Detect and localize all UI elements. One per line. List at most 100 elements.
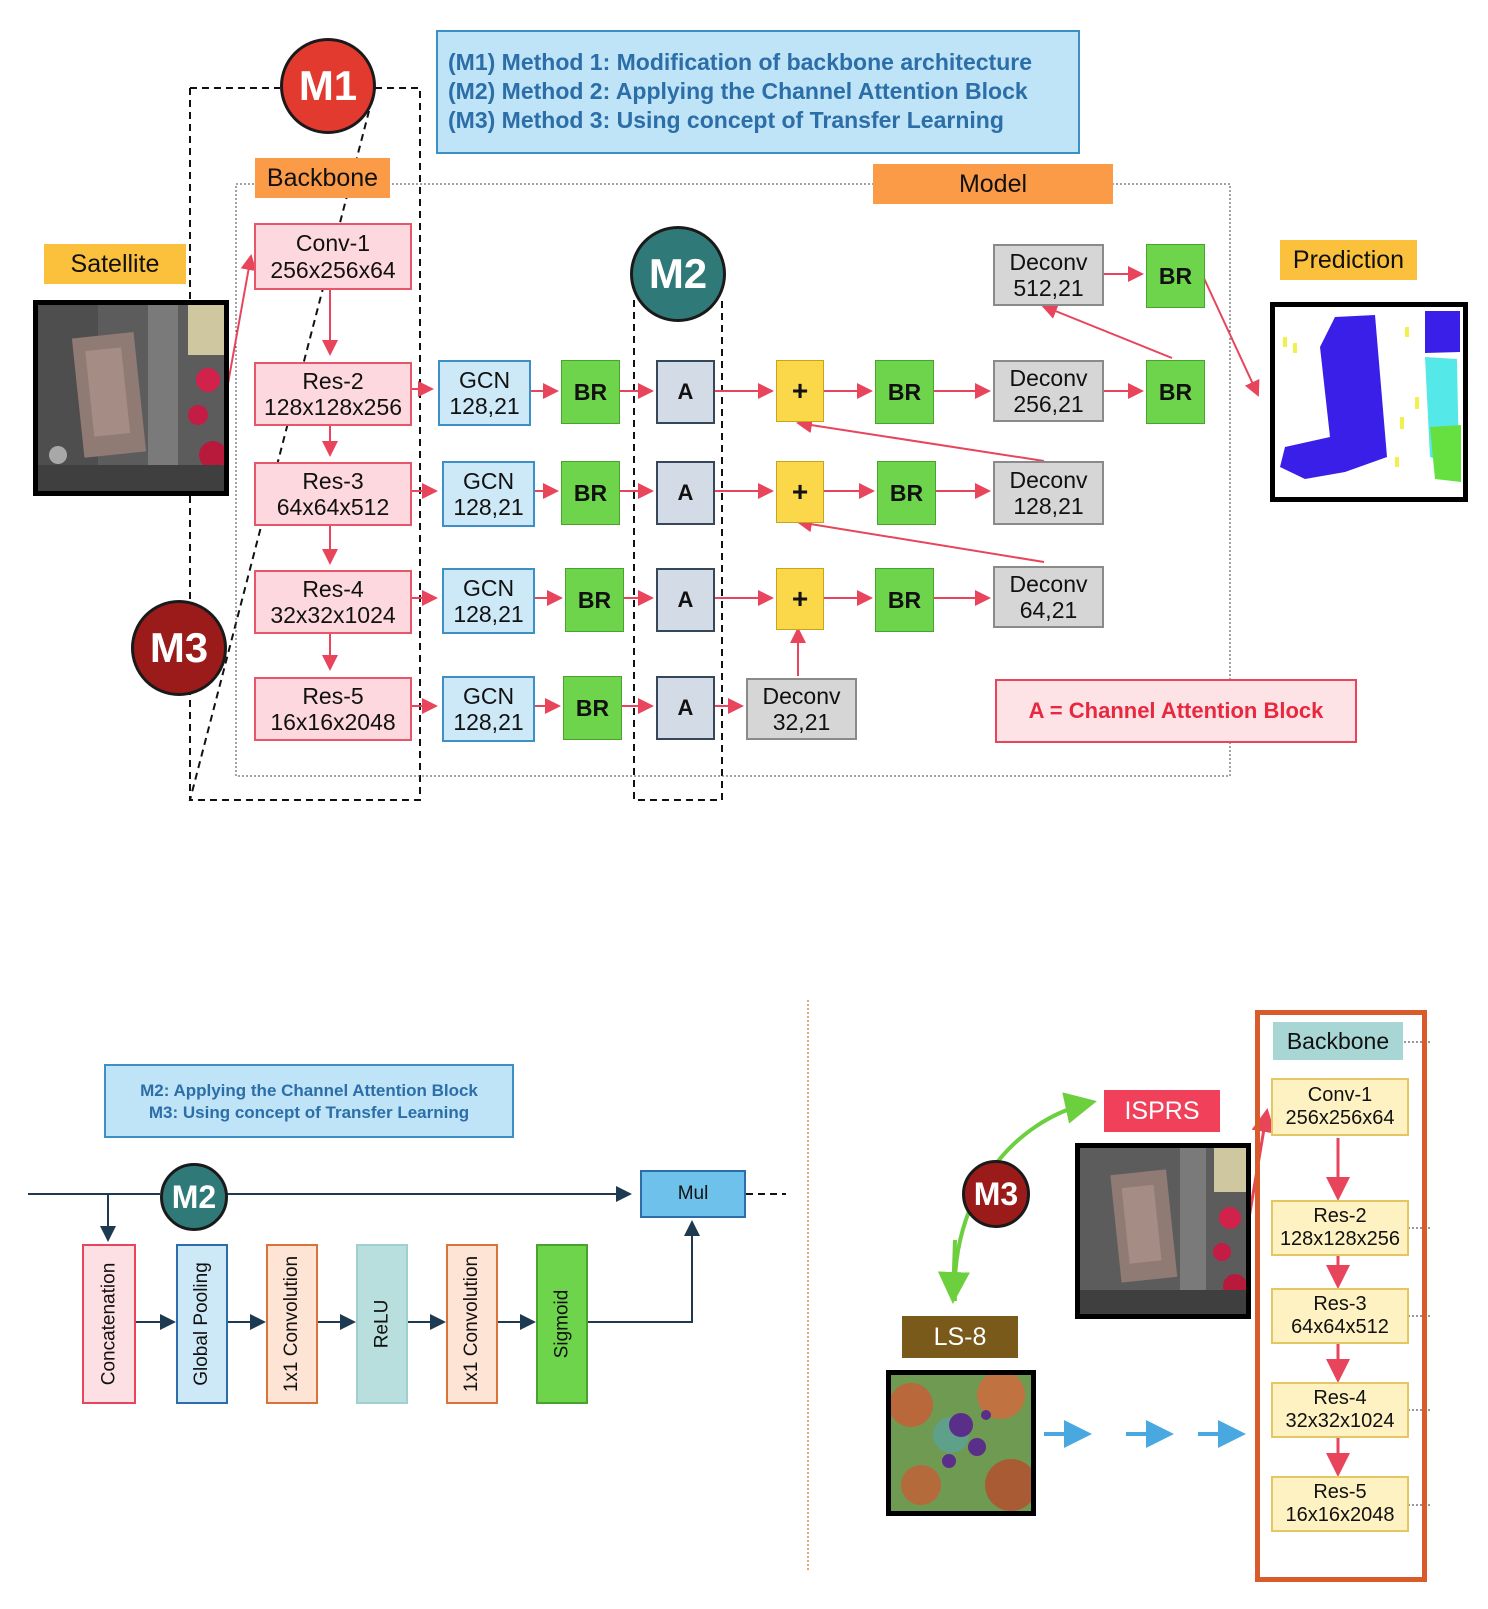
concatenation-block: Concatenation <box>82 1244 136 1404</box>
isprs-label: ISPRS <box>1104 1090 1220 1132</box>
attention-block-3: A <box>656 568 715 632</box>
bl-methods-legend: M2: Applying the Channel Attention Block… <box>104 1064 514 1138</box>
prediction-label: Prediction <box>1280 240 1417 280</box>
m1-frame <box>188 87 421 801</box>
br-after-sum-2: BR <box>877 461 936 525</box>
attention-block-1: A <box>656 360 715 424</box>
bl-method-3: M3: Using concept of Transfer Learning <box>148 1103 470 1122</box>
ls8-label: LS-8 <box>902 1316 1018 1358</box>
gcn-name: GCN <box>462 682 515 709</box>
gcn-name: GCN <box>458 366 511 393</box>
m2-frame <box>633 300 723 801</box>
attention-legend: A = Channel Attention Block <box>995 679 1357 743</box>
deconv-name: Deconv <box>1009 466 1088 493</box>
m1-badge: M1 <box>280 38 376 134</box>
block-label: Concatenation <box>98 1262 120 1386</box>
br-block-3: BR <box>565 568 624 632</box>
block-label: Global Pooling <box>191 1262 212 1386</box>
sum-block-3: + <box>776 568 824 630</box>
deconv-name: Deconv <box>762 682 841 709</box>
gcn-dims: 128,21 <box>453 709 524 735</box>
deconv-name: Deconv <box>1009 248 1088 275</box>
method-2-text: (M2) Method 2: Applying the Channel Atte… <box>448 78 1028 104</box>
backbone-frame <box>1255 1010 1427 1582</box>
relu-block: ReLU <box>356 1244 408 1404</box>
prediction-image-drawing <box>1275 307 1463 497</box>
satellite-label: Satellite <box>44 244 186 284</box>
gcn-dims: 128,21 <box>453 601 524 627</box>
br-final-1: BR <box>1146 244 1205 308</box>
gcn-name: GCN <box>462 467 515 494</box>
block-dims: 64x64x512 <box>276 494 390 520</box>
block-dims: 256x256x64 <box>270 256 396 283</box>
block-dims: 16x16x2048 <box>1285 1504 1395 1526</box>
block-dims: 32x32x1024 <box>1285 1410 1395 1432</box>
prediction-image <box>1270 302 1468 502</box>
mul-block: Mul <box>640 1170 746 1218</box>
attention-block-4: A <box>656 676 715 740</box>
br-final-2: BR <box>1146 360 1205 424</box>
model-label: Model <box>873 164 1113 204</box>
bl-m2-badge: M2 <box>160 1163 228 1231</box>
backbone-label: Backbone <box>255 158 390 198</box>
block-dims: 128x128x256 <box>263 394 403 420</box>
ls8-image <box>886 1370 1036 1516</box>
conv1x1-block-1: 1x1 Convolution <box>266 1244 318 1404</box>
deconv-dims: 128,21 <box>1013 493 1084 519</box>
isprs-image-drawing <box>1080 1148 1246 1314</box>
isprs-image <box>1075 1143 1251 1319</box>
block-dims: 128x128x256 <box>1279 1228 1401 1250</box>
m3-badge: M3 <box>131 600 227 696</box>
satellite-image <box>33 300 229 496</box>
br-block-2: BR <box>561 461 620 525</box>
br-backbone-label: Backbone <box>1273 1022 1403 1060</box>
block-label: 1x1 Convolution <box>461 1255 483 1393</box>
deconv-dims: 32,21 <box>772 709 831 735</box>
method-3-text: (M3) Method 3: Using concept of Transfer… <box>448 107 1004 133</box>
block-dims: 256x256x64 <box>1285 1107 1395 1129</box>
block-name: Res-2 <box>302 367 364 394</box>
gcn-name: GCN <box>462 574 515 601</box>
deconv-dims: 512,21 <box>1013 275 1084 301</box>
ls8-image-drawing <box>891 1375 1031 1511</box>
sum-block-1: + <box>776 360 824 422</box>
m2-badge: M2 <box>630 226 726 322</box>
block-dims: 64x64x512 <box>1291 1316 1389 1338</box>
block-name: Conv-1 <box>295 230 371 257</box>
deconv-dims: 256,21 <box>1013 391 1084 417</box>
block-name: Res-4 <box>302 575 364 602</box>
deconv-name: Deconv <box>1009 570 1088 597</box>
block-label: Sigmoid <box>551 1289 572 1359</box>
block-name: Conv-1 <box>1307 1084 1373 1106</box>
block-name: Res-4 <box>1313 1387 1367 1409</box>
block-dims: 32x32x1024 <box>270 602 396 628</box>
deconv-name: Deconv <box>1009 364 1088 391</box>
br-after-sum-1: BR <box>875 360 934 424</box>
model-frame <box>235 183 1231 777</box>
br-block-1: BR <box>561 360 620 424</box>
satellite-image-drawing <box>38 305 224 491</box>
br-m3-badge: M3 <box>962 1160 1030 1228</box>
block-name: Res-2 <box>1313 1205 1367 1227</box>
block-label: 1x1 Convolution <box>281 1255 303 1393</box>
global-pooling-block: Global Pooling <box>176 1244 228 1404</box>
block-name: Res-3 <box>1313 1293 1367 1315</box>
block-dims: 16x16x2048 <box>270 709 396 735</box>
block-name: Res-3 <box>302 467 364 494</box>
bl-method-2: M2: Applying the Channel Attention Block <box>140 1081 478 1100</box>
